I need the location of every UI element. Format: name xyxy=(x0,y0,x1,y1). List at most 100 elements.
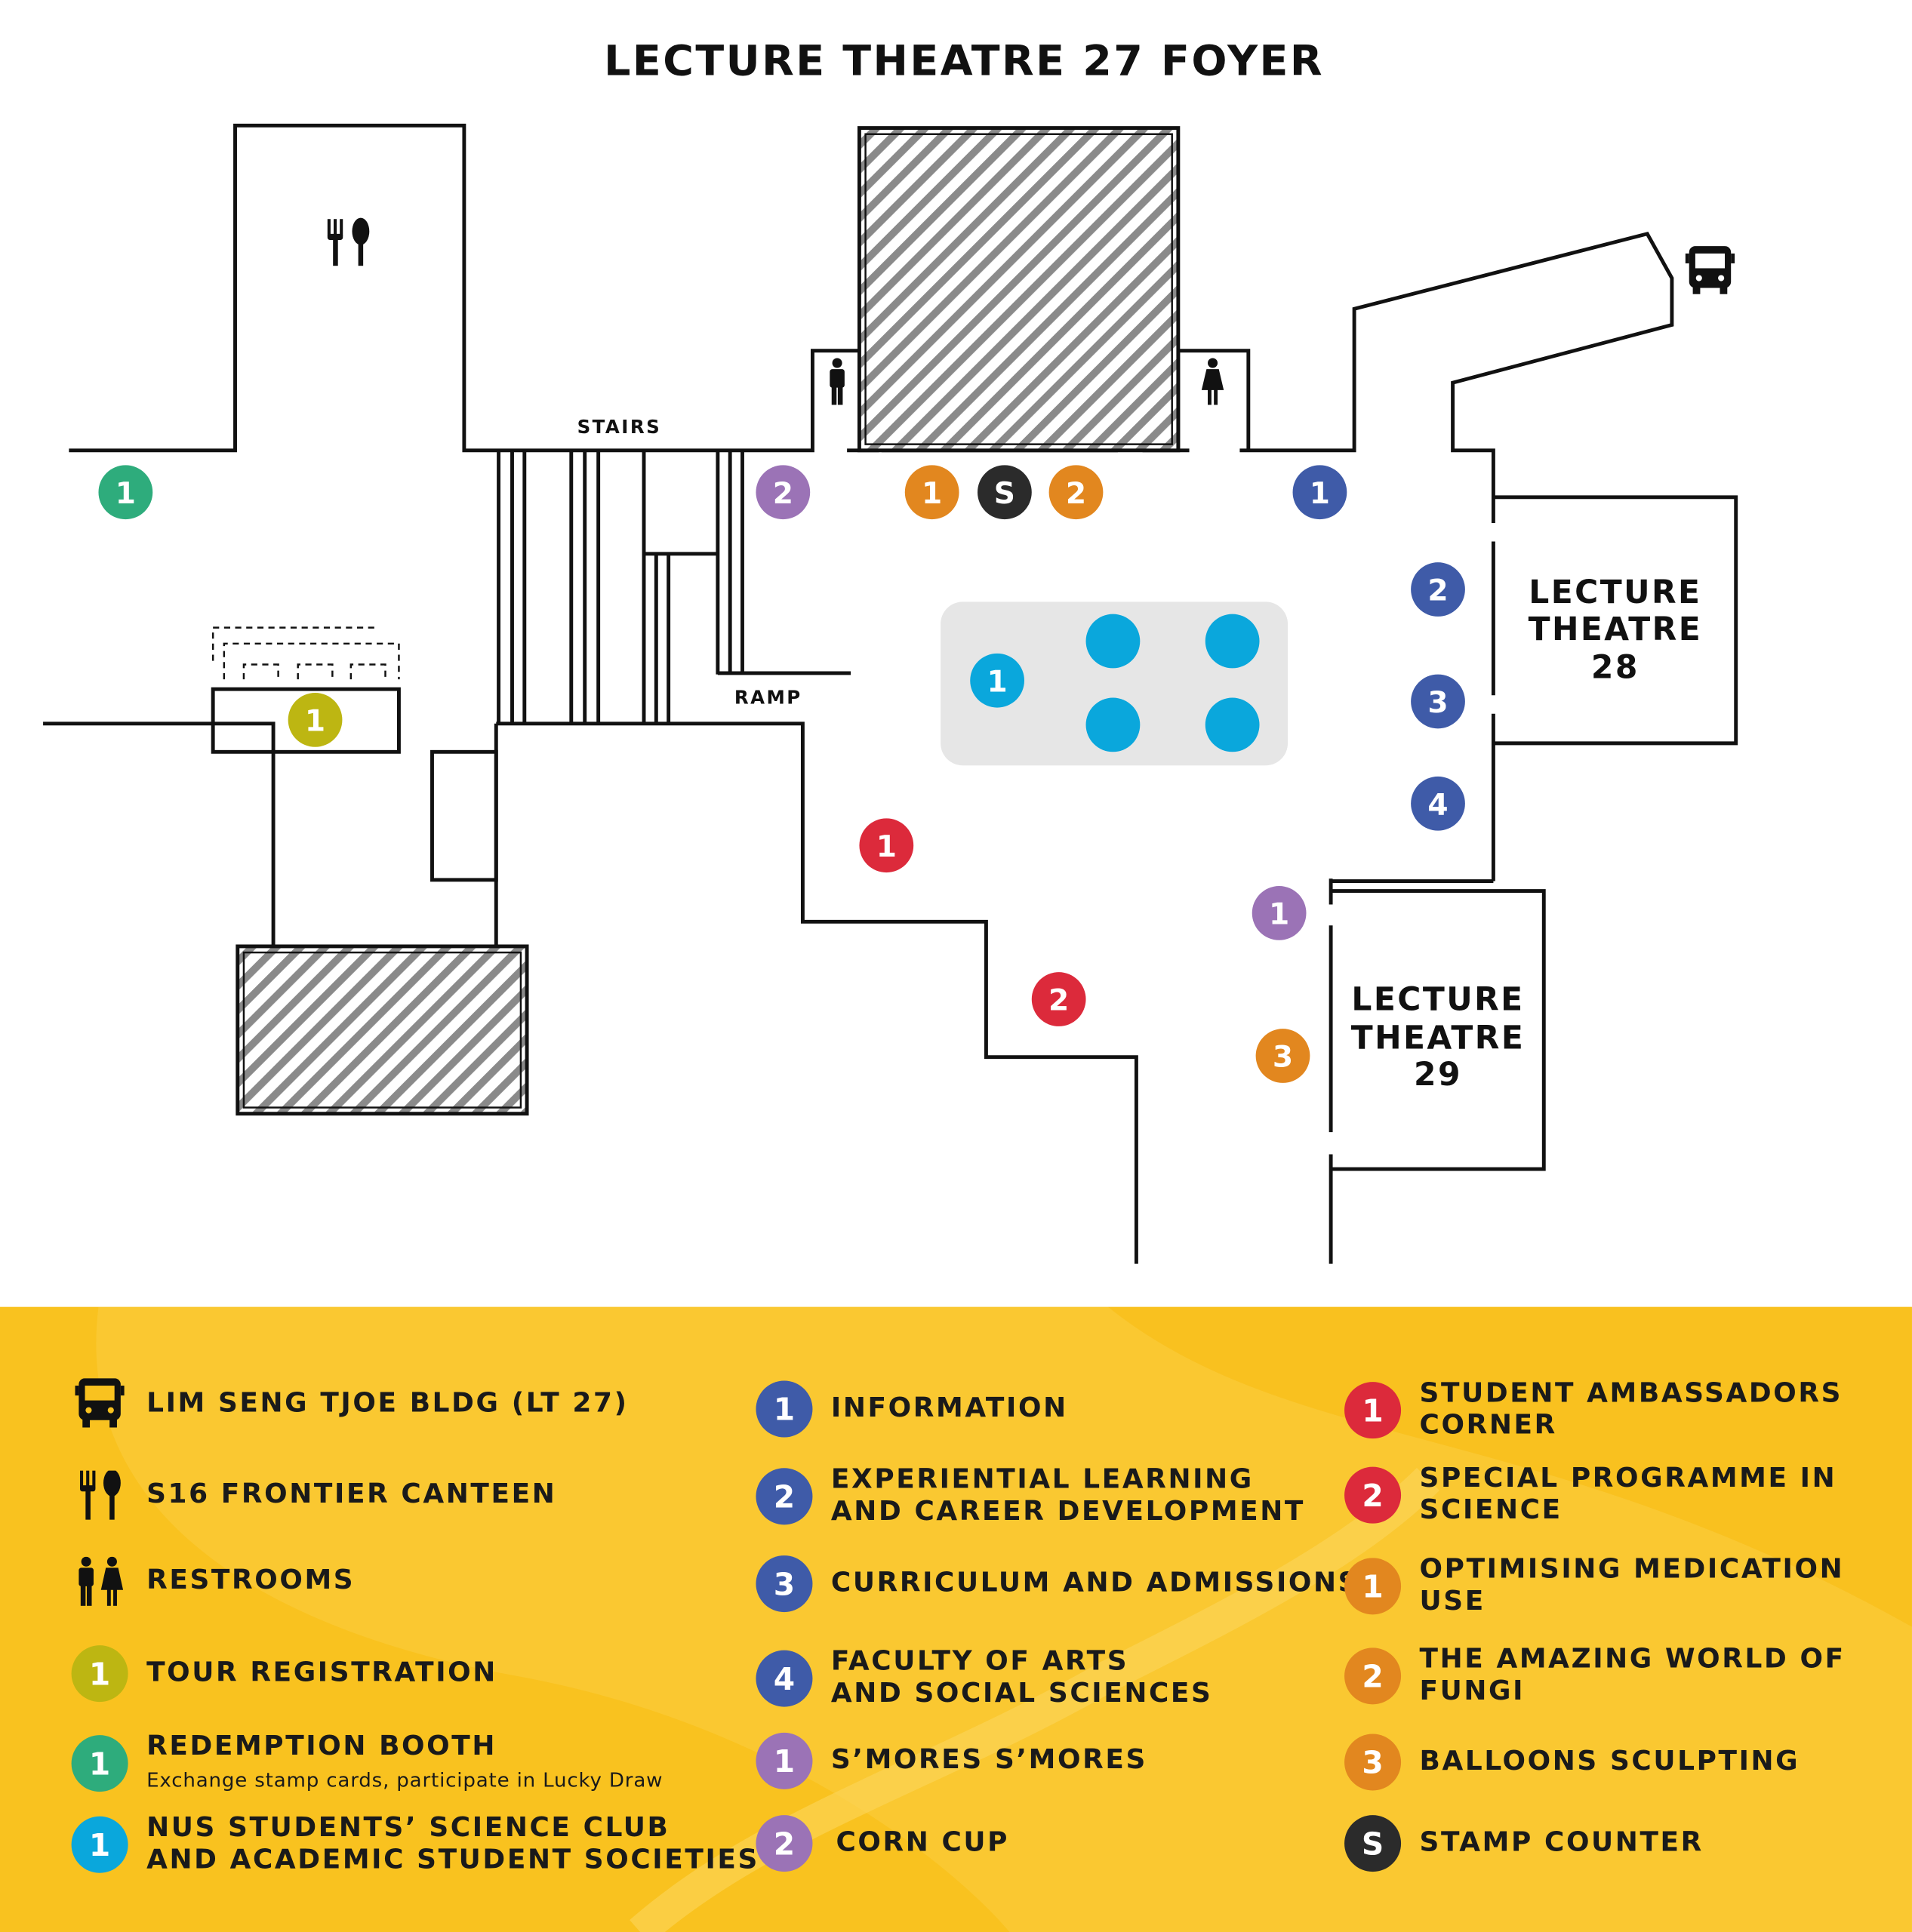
legend-item-tour: 1 TOUR REGISTRATION xyxy=(71,1645,497,1703)
marker-fungi-2[interactable]: 2 xyxy=(1048,465,1104,520)
legend-marker: 1 xyxy=(1344,1558,1402,1615)
svg-text:2: 2 xyxy=(1066,477,1086,511)
legend-marker: S xyxy=(1344,1815,1402,1872)
marker-special-2[interactable]: 2 xyxy=(1031,972,1086,1026)
legend-item-balloons: 3 BALLOONS SCULPTING xyxy=(1344,1734,1800,1791)
marker-smores-1[interactable]: 1 xyxy=(1252,886,1307,940)
cutlery-icon xyxy=(72,1467,128,1524)
legend-label: CORNER xyxy=(1419,1410,1557,1441)
legend-item-club: 1 NUS STUDENTS’ SCIENCE CLUB AND ACADEMI… xyxy=(71,1812,759,1877)
legend-label: AND SOCIAL SCIENCES xyxy=(830,1678,1213,1709)
hatched-building-top xyxy=(857,126,1181,453)
marker-information-1[interactable]: 1 xyxy=(1292,465,1347,520)
svg-text:S: S xyxy=(994,477,1015,511)
svg-text:3: 3 xyxy=(1273,1041,1293,1075)
legend-marker: 3 xyxy=(756,1555,813,1613)
legend-label: EXPERIENTIAL LEARNING xyxy=(830,1464,1254,1496)
lt29-line1: LECTURE xyxy=(1351,981,1524,1018)
legend-sublabel: Exchange stamp cards, participate in Luc… xyxy=(146,1768,664,1792)
legend-marker: 4 xyxy=(756,1650,813,1707)
club-booth[interactable] xyxy=(1205,614,1260,669)
ramp-label: RAMP xyxy=(734,687,802,709)
legend-label: AND CAREER DEVELOPMENT xyxy=(830,1496,1305,1527)
legend-label: INFORMATION xyxy=(830,1392,1068,1424)
legend-label: S’MORES S’MORES xyxy=(830,1745,1147,1776)
legend-item-smores: 1 S’MORES S’MORES xyxy=(756,1732,1147,1789)
club-booth[interactable] xyxy=(1085,614,1141,669)
club-booth[interactable] xyxy=(1205,697,1260,752)
lt28-line3: 28 xyxy=(1591,648,1640,685)
legend-item-ambassadors: 1 STUDENT AMBASSADORS CORNER xyxy=(1344,1378,1843,1442)
legend-item-curriculum: 3 CURRICULUM AND ADMISSIONS xyxy=(756,1555,1360,1613)
legend-item-stamp: S STAMP COUNTER xyxy=(1344,1815,1704,1872)
legend-marker: 3 xyxy=(1344,1734,1402,1791)
legend-item-fungi: 2 THE AMAZING WORLD OF FUNGI xyxy=(1344,1644,1912,1708)
legend-label: SCIENCE xyxy=(1419,1495,1563,1526)
legend: LIM SENG TJOE BLDG (LT 27) S16 FRONTIER … xyxy=(0,1306,1912,1932)
svg-text:2: 2 xyxy=(773,477,793,511)
svg-text:1: 1 xyxy=(115,477,136,511)
legend-item-special: 2 SPECIAL PROGRAMME IN SCIENCE xyxy=(1344,1463,1837,1527)
floor-map: LECTURE THEATRE 27 FOYER xyxy=(43,37,1738,1264)
marker-corn-2[interactable]: 2 xyxy=(756,465,811,520)
legend-label: STAMP COUNTER xyxy=(1419,1827,1704,1859)
svg-text:3: 3 xyxy=(1427,686,1448,720)
legend-marker: 2 xyxy=(1344,1647,1402,1705)
legend-item-information: 1 INFORMATION xyxy=(756,1380,1068,1438)
legend-marker: 1 xyxy=(756,1732,813,1789)
svg-text:1: 1 xyxy=(987,665,1007,699)
svg-text:1: 1 xyxy=(305,705,325,739)
legend-label: RESTROOMS xyxy=(146,1565,356,1596)
floor-walls xyxy=(43,123,1738,1264)
legend-marker: 1 xyxy=(71,1816,128,1873)
legend-marker: 1 xyxy=(71,1645,128,1703)
stairs-label: STAIRS xyxy=(577,416,662,438)
legend-marker: 1 xyxy=(71,1735,128,1792)
legend-label: S16 FRONTIER CANTEEN xyxy=(146,1478,557,1510)
hatched-building-bottom xyxy=(236,944,529,1116)
legend-label: CURRICULUM AND ADMISSIONS xyxy=(830,1567,1360,1599)
legend-label: REDEMPTION BOOTH xyxy=(146,1731,497,1763)
restroom-icon xyxy=(72,1553,128,1610)
legend-item-bus: LIM SENG TJOE BLDG (LT 27) xyxy=(72,1376,629,1432)
legend-marker: 2 xyxy=(756,1815,813,1872)
svg-text:1: 1 xyxy=(1310,477,1330,511)
marker-experiential-2[interactable]: 2 xyxy=(1411,562,1465,617)
legend-marker: 2 xyxy=(756,1468,813,1525)
lt29-line3: 29 xyxy=(1414,1056,1462,1093)
legend-marker: 2 xyxy=(1344,1466,1402,1524)
man-icon xyxy=(830,358,845,405)
legend-item-canteen: S16 FRONTIER CANTEEN xyxy=(72,1467,557,1524)
marker-club-1[interactable]: 1 xyxy=(970,653,1024,708)
seating-outline xyxy=(211,626,400,680)
marker-ambassadors-1[interactable]: 1 xyxy=(859,818,914,873)
legend-label: BALLOONS SCULPTING xyxy=(1419,1746,1800,1777)
marker-stamp-s[interactable]: S xyxy=(978,465,1032,520)
legend-label: CORN CUP xyxy=(836,1827,1010,1859)
svg-text:1: 1 xyxy=(1269,898,1289,932)
legend-label: AND ACADEMIC STUDENT SOCIETIES xyxy=(146,1844,759,1876)
marker-tour-1[interactable]: 1 xyxy=(288,693,343,747)
woman-icon xyxy=(1201,358,1224,405)
legend-item-optimising: 1 OPTIMISING MEDICATION USE xyxy=(1344,1554,1912,1618)
svg-text:4: 4 xyxy=(1427,788,1448,822)
legend-label: NUS STUDENTS’ SCIENCE CLUB xyxy=(146,1812,670,1844)
legend-item-redemption: 1 REDEMPTION BOOTH Exchange stamp cards,… xyxy=(71,1731,664,1795)
bus-icon xyxy=(72,1376,128,1432)
marker-redemption-1[interactable]: 1 xyxy=(98,465,153,520)
svg-text:1: 1 xyxy=(922,477,942,511)
legend-label: OPTIMISING MEDICATION USE xyxy=(1419,1554,1845,1617)
marker-balloons-3[interactable]: 3 xyxy=(1255,1029,1310,1083)
legend-marker: 1 xyxy=(756,1380,813,1438)
club-booth[interactable] xyxy=(1085,697,1141,752)
marker-curriculum-3[interactable]: 3 xyxy=(1411,674,1465,729)
marker-arts-4[interactable]: 4 xyxy=(1411,776,1465,831)
marker-optimising-1[interactable]: 1 xyxy=(904,465,959,520)
legend-marker: 1 xyxy=(1344,1382,1402,1439)
legend-label: THE AMAZING WORLD OF FUNGI xyxy=(1419,1644,1846,1707)
cutlery-icon xyxy=(327,217,370,266)
page-title: LECTURE THEATRE 27 FOYER xyxy=(604,37,1324,85)
legend-label: TOUR REGISTRATION xyxy=(146,1657,497,1689)
lt28-line1: LECTURE xyxy=(1529,574,1701,611)
